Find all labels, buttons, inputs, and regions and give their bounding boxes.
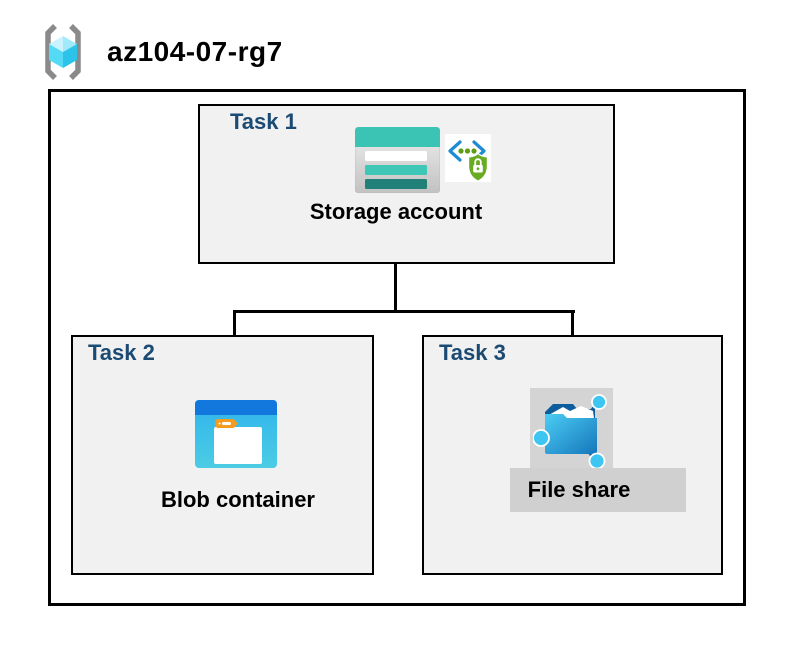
blob-container-label: Blob container (160, 487, 315, 512)
storage-account-label: Storage account (309, 199, 483, 224)
resource-group-icon (45, 24, 81, 80)
task-3-label: Task 3 (439, 340, 506, 365)
resource-group-title: az104-07-rg7 (107, 36, 283, 67)
task-2-label: Task 2 (88, 340, 155, 365)
file-share-label-highlight (510, 468, 686, 512)
connector-storage-trunk (394, 230, 397, 312)
storage-account-icon (355, 127, 440, 193)
connector-horizontal (233, 310, 575, 313)
blob-container-icon (195, 400, 277, 468)
task-1-label: Task 1 (230, 109, 297, 134)
secured-endpoint-icon (445, 134, 491, 182)
file-share-icon (533, 394, 607, 468)
file-share-label: File share (527, 477, 631, 502)
